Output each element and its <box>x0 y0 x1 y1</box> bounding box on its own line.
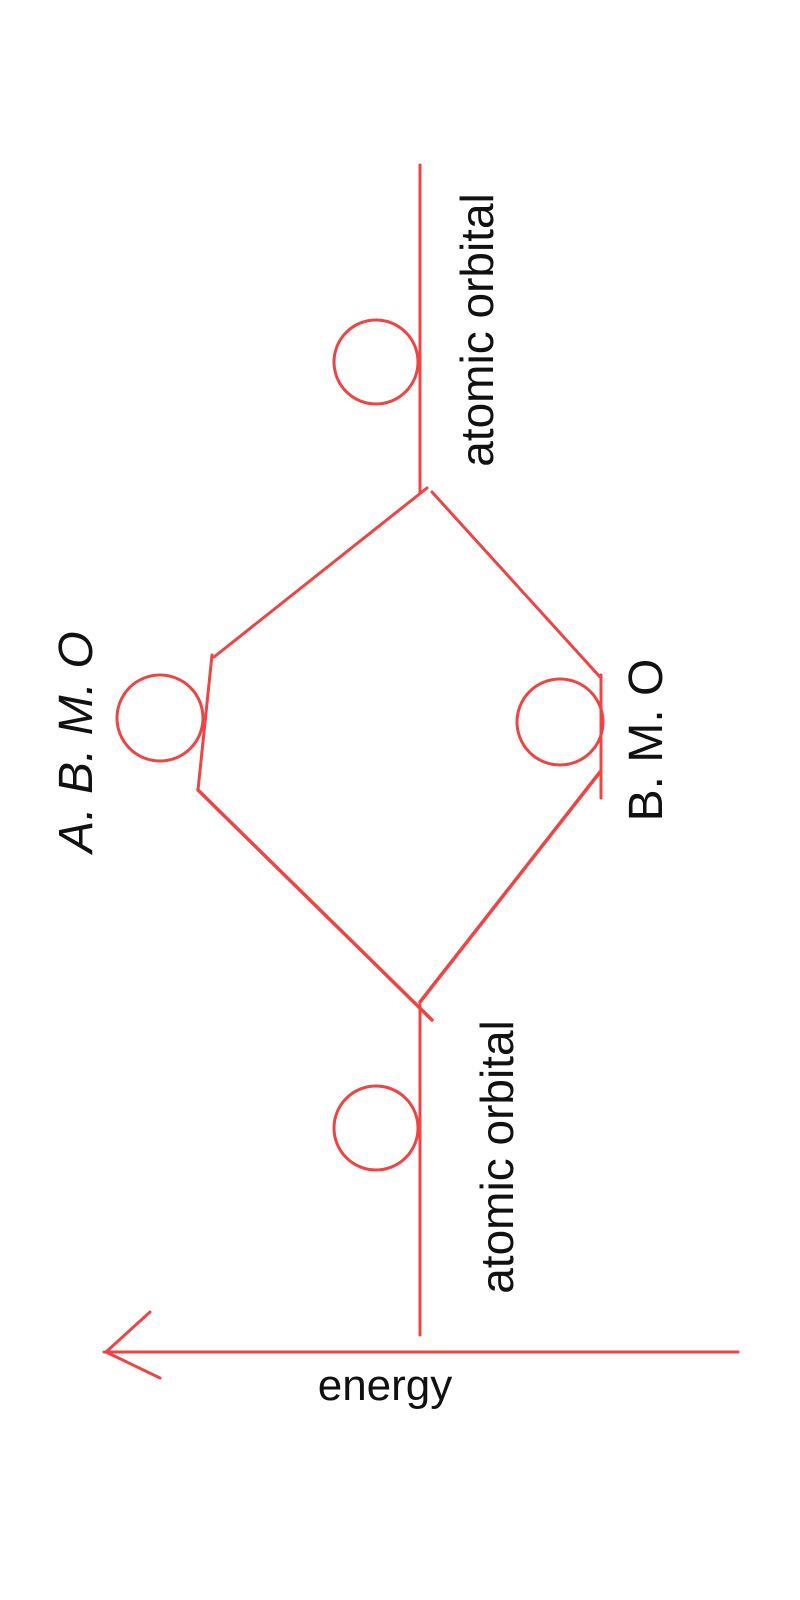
atomic-orbital-bottom-label: atomic orbital <box>471 1020 523 1294</box>
correlation-lines <box>196 486 602 1022</box>
connector-bonding-to-bottom <box>418 770 602 1004</box>
connector-top-to-antibonding <box>212 486 429 659</box>
orbital-circle-icon <box>515 677 605 767</box>
bonding-mo-level <box>515 673 605 800</box>
arrow-left-icon <box>104 1310 162 1380</box>
orbital-circle-icon <box>115 673 205 763</box>
atomic-orbital-top-label: atomic orbital <box>451 193 503 467</box>
atomic-orbital-bottom <box>332 1003 422 1337</box>
orbital-circle-icon <box>332 1084 420 1172</box>
connector-antibonding-to-bottom <box>196 788 434 1022</box>
antibonding-mo-label: A. B. M. O <box>50 631 103 855</box>
energy-axis <box>102 1310 740 1380</box>
energy-axis-label: energy <box>318 1361 453 1410</box>
atomic-orbital-top <box>332 163 422 494</box>
orbital-circle-icon <box>332 318 420 406</box>
bonding-mo-label: B. M. O <box>620 659 673 822</box>
antibonding-mo-level <box>115 653 214 792</box>
connector-top-to-bonding <box>430 490 602 679</box>
